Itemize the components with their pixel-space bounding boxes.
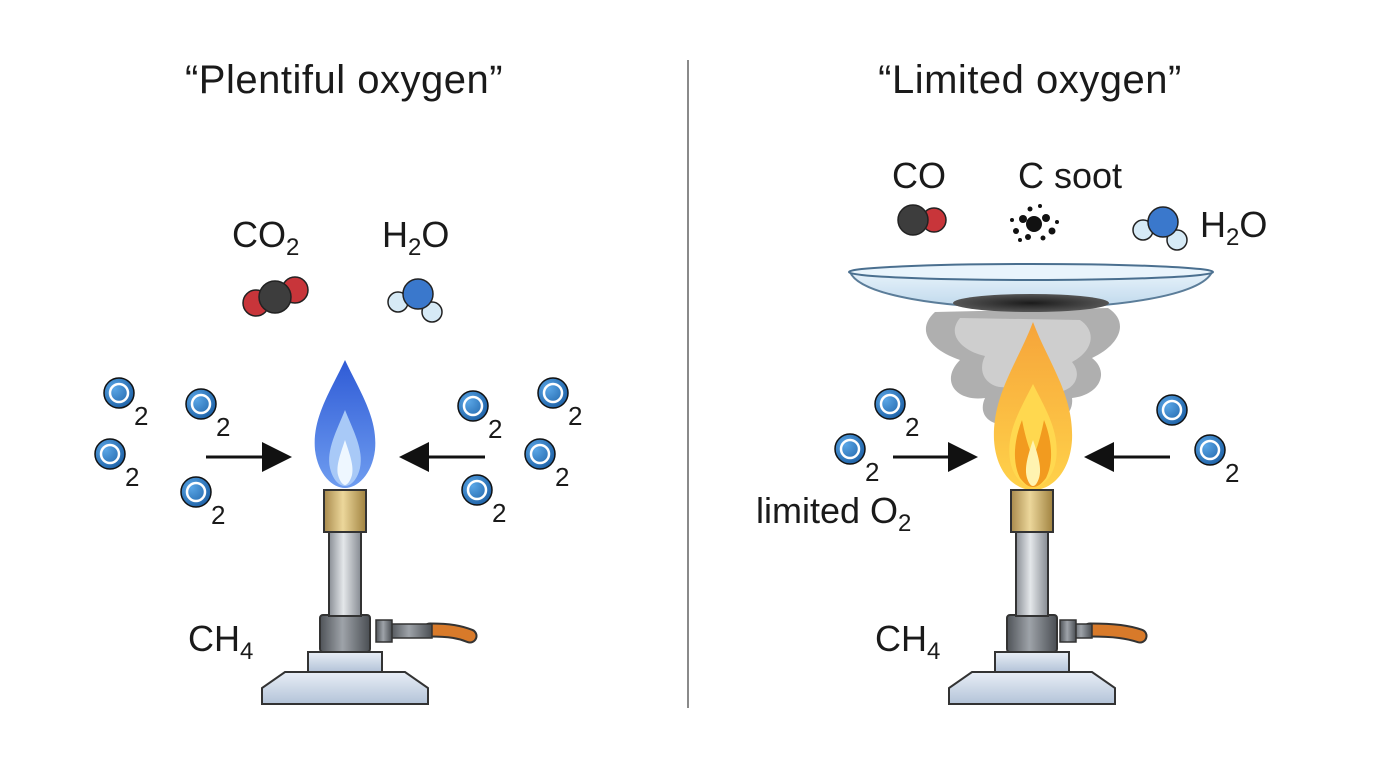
o2-subscript: 2 [1225, 458, 1240, 488]
o2-molecule-icon [457, 390, 489, 422]
bunsen-burner-icon [261, 489, 478, 705]
o2-molecule-icon [180, 476, 212, 508]
right-panel-title: “Limited oxygen” [878, 58, 1182, 102]
ch4-label: CH4 [188, 618, 254, 665]
o2-subscript: 2 [134, 401, 149, 431]
co-molecule-icon [897, 204, 947, 236]
glass-dish-icon [848, 263, 1214, 312]
o2-subscript: 2 [211, 500, 226, 530]
o2-molecule-icon [1194, 434, 1226, 466]
o2-subscript: 2 [865, 457, 880, 487]
co2-label: CO2 [232, 214, 300, 261]
soot-deposit [953, 294, 1109, 312]
c-soot-label: C soot [1018, 155, 1123, 196]
o2-molecule-icon [185, 388, 217, 420]
o2-molecule-icon [461, 474, 493, 506]
yellow-flame-icon [993, 322, 1073, 490]
o2-molecule-icon [94, 438, 126, 470]
o2-molecule-icon [1156, 394, 1188, 426]
co-label: CO [892, 155, 946, 196]
ch4-label: CH4 [875, 618, 941, 665]
o2-molecule-icon [834, 433, 866, 465]
h2o-molecule-icon [1132, 206, 1188, 251]
soot-particles-icon [1010, 204, 1059, 242]
o2-molecule-icon [537, 377, 569, 409]
blue-flame-icon [314, 360, 376, 488]
o2-molecule-icon [103, 377, 135, 409]
o2-subscript: 2 [492, 498, 507, 528]
o2-subscript: 2 [488, 414, 503, 444]
h2o-label: H2O [382, 214, 450, 261]
co2-molecule-icon [242, 276, 309, 317]
h2o-molecule-icon [387, 278, 443, 323]
o2-subscript: 2 [216, 412, 231, 442]
o2-subscript: 2 [555, 462, 570, 492]
h2o-label: H2O [1200, 204, 1268, 251]
o2-subscript: 2 [905, 412, 920, 442]
left-panel-title: “Plentiful oxygen” [184, 58, 504, 102]
o2-subscript: 2 [125, 462, 140, 492]
limited-o2-label: limited O2 [756, 490, 912, 537]
o2-molecule-icon [524, 438, 556, 470]
o2-molecule-icon [874, 388, 906, 420]
bunsen-burner-icon [948, 489, 1148, 705]
o2-subscript: 2 [568, 401, 583, 431]
